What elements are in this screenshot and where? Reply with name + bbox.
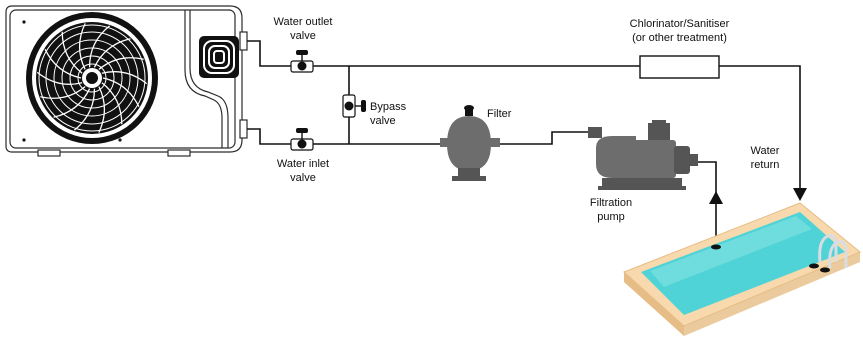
water-inlet-valve-icon — [290, 128, 314, 151]
fan-blade — [102, 77, 140, 107]
water-outlet-valve-label: Water outlet valve — [268, 15, 338, 43]
control-panel-icon — [199, 36, 239, 78]
filter-tank-icon — [440, 105, 500, 181]
fan-grille-ring — [38, 24, 146, 132]
fan-blade — [73, 88, 96, 131]
label-line: Filter — [487, 108, 512, 120]
label-line: Water outlet — [273, 16, 333, 28]
label-line: Water — [750, 145, 780, 157]
label-line: valve — [290, 30, 316, 42]
label-line: Filtration — [589, 197, 633, 209]
chlorinator-label: Chlorinator/Sanitiser (or other treatmen… — [617, 17, 742, 45]
label-line: Bypass — [370, 101, 407, 113]
water-outlet-valve-icon — [290, 50, 314, 73]
water-inlet-valve-label: Water inlet valve — [270, 157, 336, 185]
fan-blade — [98, 86, 106, 133]
fan-icon — [26, 12, 158, 144]
fan-blade — [44, 49, 82, 79]
fan-blade — [40, 86, 86, 99]
label-line: pump — [597, 211, 625, 223]
label-line: return — [750, 159, 780, 171]
fan-blade — [61, 31, 83, 74]
label-line: (or other treatment) — [632, 32, 727, 44]
fan-grille-ring — [53, 39, 131, 117]
water-return-label: Water return — [742, 144, 788, 172]
fan-grille-ring — [61, 47, 123, 109]
label-line: Water inlet — [276, 158, 330, 170]
label-line: valve — [370, 115, 396, 127]
flow-arrow-icon — [709, 188, 807, 204]
fan-blade — [101, 71, 148, 85]
fan-blade — [93, 38, 131, 68]
fan-blade — [78, 23, 86, 70]
swimming-pool — [623, 202, 861, 336]
label-line: valve — [290, 172, 316, 184]
pump-icon — [588, 120, 698, 190]
fan-blade — [101, 82, 123, 125]
filtration-pump-label: Filtration pump — [580, 196, 642, 224]
fan-blade — [36, 71, 83, 85]
fan-blade — [98, 57, 144, 70]
fan-blade — [88, 25, 111, 68]
label-line: Chlorinator/Sanitiser — [629, 18, 730, 30]
fan-grille-ring — [77, 63, 107, 93]
fan-grille-ring — [69, 55, 115, 101]
bypass-valve-label: Bypass valve — [370, 100, 420, 128]
chlorinator-box — [639, 55, 720, 79]
filter-label: Filter — [487, 107, 527, 121]
pipe-lines — [247, 40, 801, 245]
fan-blade — [53, 88, 91, 118]
bypass-valve-icon — [342, 94, 366, 118]
